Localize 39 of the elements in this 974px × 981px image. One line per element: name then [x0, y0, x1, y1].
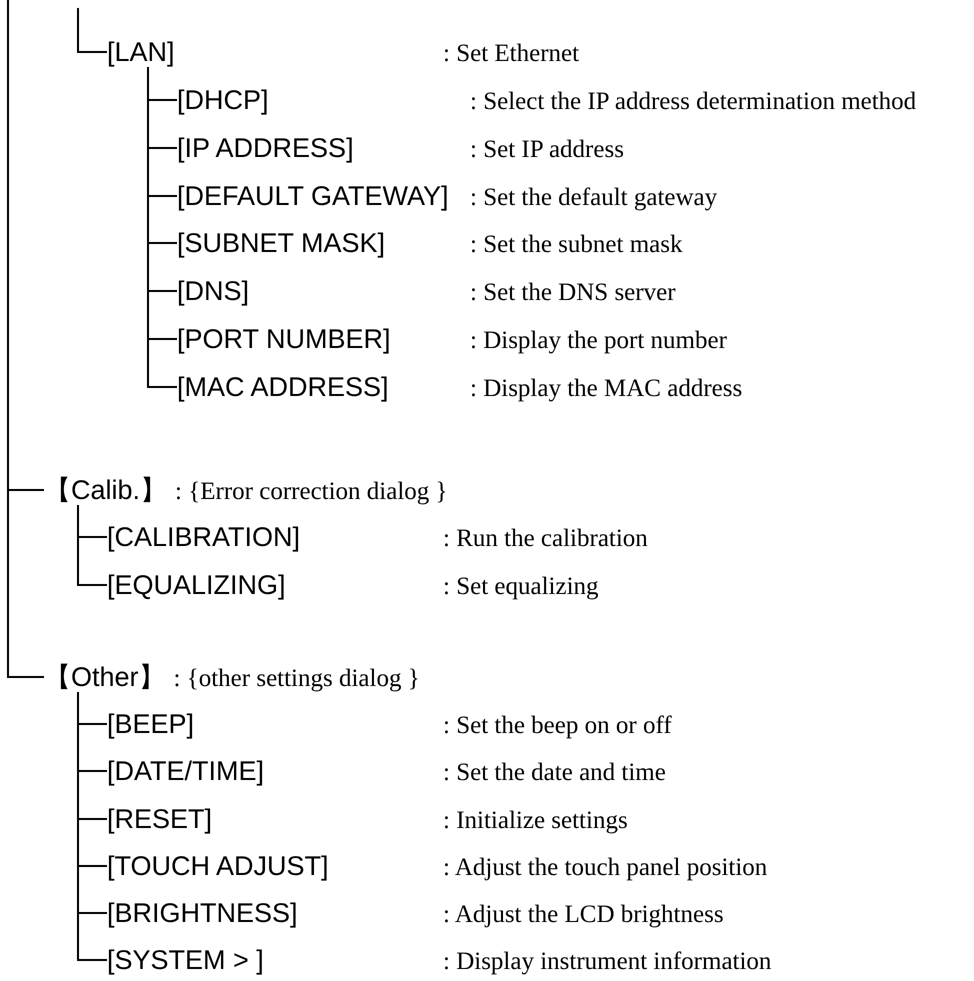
menu-description: : Set the date and time [443, 759, 666, 786]
menu-description: : {Error correction dialog } [175, 478, 448, 505]
menu-description: : Set the beep on or off [443, 712, 672, 739]
menu-description: : Set Ethernet [443, 40, 580, 67]
menu-description: : {other settings dialog } [174, 665, 420, 692]
tree-connector [77, 692, 107, 961]
menu-item: [BEEP] [107, 709, 194, 739]
menu-item: [SUBNET MASK] [177, 228, 386, 258]
menu-description: : Run the calibration [443, 525, 648, 552]
menu-item: [SYSTEM > ] [107, 945, 264, 975]
menu-item: [RESET] [107, 804, 212, 834]
tree-connector [7, 0, 44, 678]
menu-description: : Initialize settings [443, 807, 628, 834]
menu-description: : Display the MAC address [470, 375, 742, 402]
menu-description: : Set the default gateway [470, 184, 718, 211]
menu-item: [PORT NUMBER] [177, 324, 391, 354]
tree-connector [77, 8, 107, 53]
menu-description: : Set equalizing [443, 573, 599, 600]
menu-item: 【Calib.】 [44, 475, 168, 505]
menu-description: : Display instrument information [443, 948, 772, 975]
menu-item: [IP ADDRESS] [177, 133, 354, 163]
menu-item: [DHCP] [177, 85, 269, 115]
menu-description: : Set the DNS server [470, 279, 676, 306]
menu-item: [EQUALIZING] [107, 570, 286, 600]
menu-description: : Display the port number [470, 327, 727, 354]
menu-item: [DATE/TIME] [107, 756, 264, 786]
menu-item: [MAC ADDRESS] [177, 372, 389, 402]
menu-item: 【Other】 [44, 662, 166, 692]
menu-description: : Adjust the LCD brightness [443, 901, 724, 928]
menu-item: [BRIGHTNESS] [107, 898, 298, 928]
menu-description: : Set IP address [470, 136, 624, 163]
menu-description: : Select the IP address determination method [470, 88, 916, 115]
menu-item: [TOUCH ADJUST] [107, 851, 329, 881]
menu-item: [DEFAULT GATEWAY] [177, 181, 449, 211]
menu-item: [CALIBRATION] [107, 522, 300, 552]
menu-item: [DNS] [177, 276, 250, 306]
menu-item: [LAN] [107, 37, 175, 67]
menu-description: : Adjust the touch panel position [443, 854, 768, 881]
menu-description: : Set the subnet mask [470, 231, 682, 258]
